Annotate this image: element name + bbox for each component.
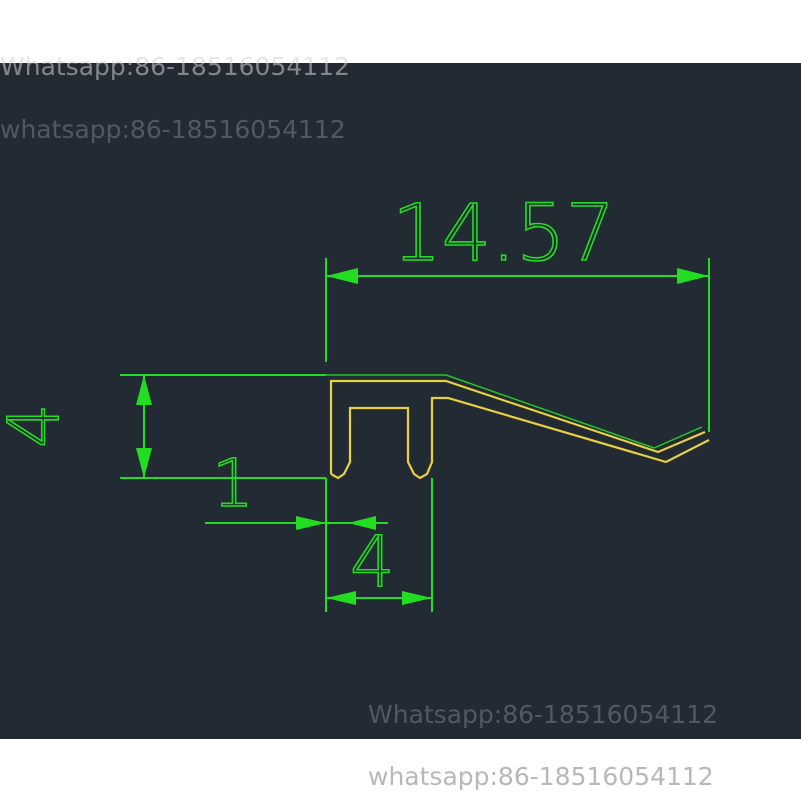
label-height: 4 bbox=[0, 403, 75, 448]
profile-outer bbox=[329, 379, 706, 474]
label-slot-depth: 1 bbox=[212, 445, 254, 522]
cad-drawing-canvas bbox=[0, 63, 801, 739]
dimension-labels: 14.57 4 1 4 bbox=[0, 188, 616, 604]
arrowhead bbox=[136, 375, 152, 405]
profile-inner bbox=[330, 396, 710, 480]
label-overall-width: 14.57 bbox=[392, 189, 615, 279]
profile-shadow bbox=[326, 374, 703, 449]
profile-outline bbox=[329, 379, 710, 480]
watermark: whatsapp:86-18516054112 bbox=[368, 762, 714, 791]
arrowhead bbox=[136, 448, 152, 478]
watermark: Whatsapp:86-18516054112 bbox=[0, 52, 350, 81]
arrowheads bbox=[136, 268, 709, 605]
arrowhead bbox=[677, 268, 709, 284]
arrowhead bbox=[402, 591, 432, 605]
arrowhead bbox=[326, 591, 356, 605]
arrowhead bbox=[326, 268, 358, 284]
dimension-lines bbox=[120, 258, 710, 612]
profile-shadow-top bbox=[326, 374, 703, 449]
watermark: whatsapp:86-18516054112 bbox=[0, 115, 346, 144]
watermark: Whatsapp:86-18516054112 bbox=[368, 700, 718, 729]
arrowhead bbox=[296, 516, 326, 530]
arrowhead bbox=[348, 516, 376, 530]
label-width: 4 bbox=[350, 521, 395, 603]
